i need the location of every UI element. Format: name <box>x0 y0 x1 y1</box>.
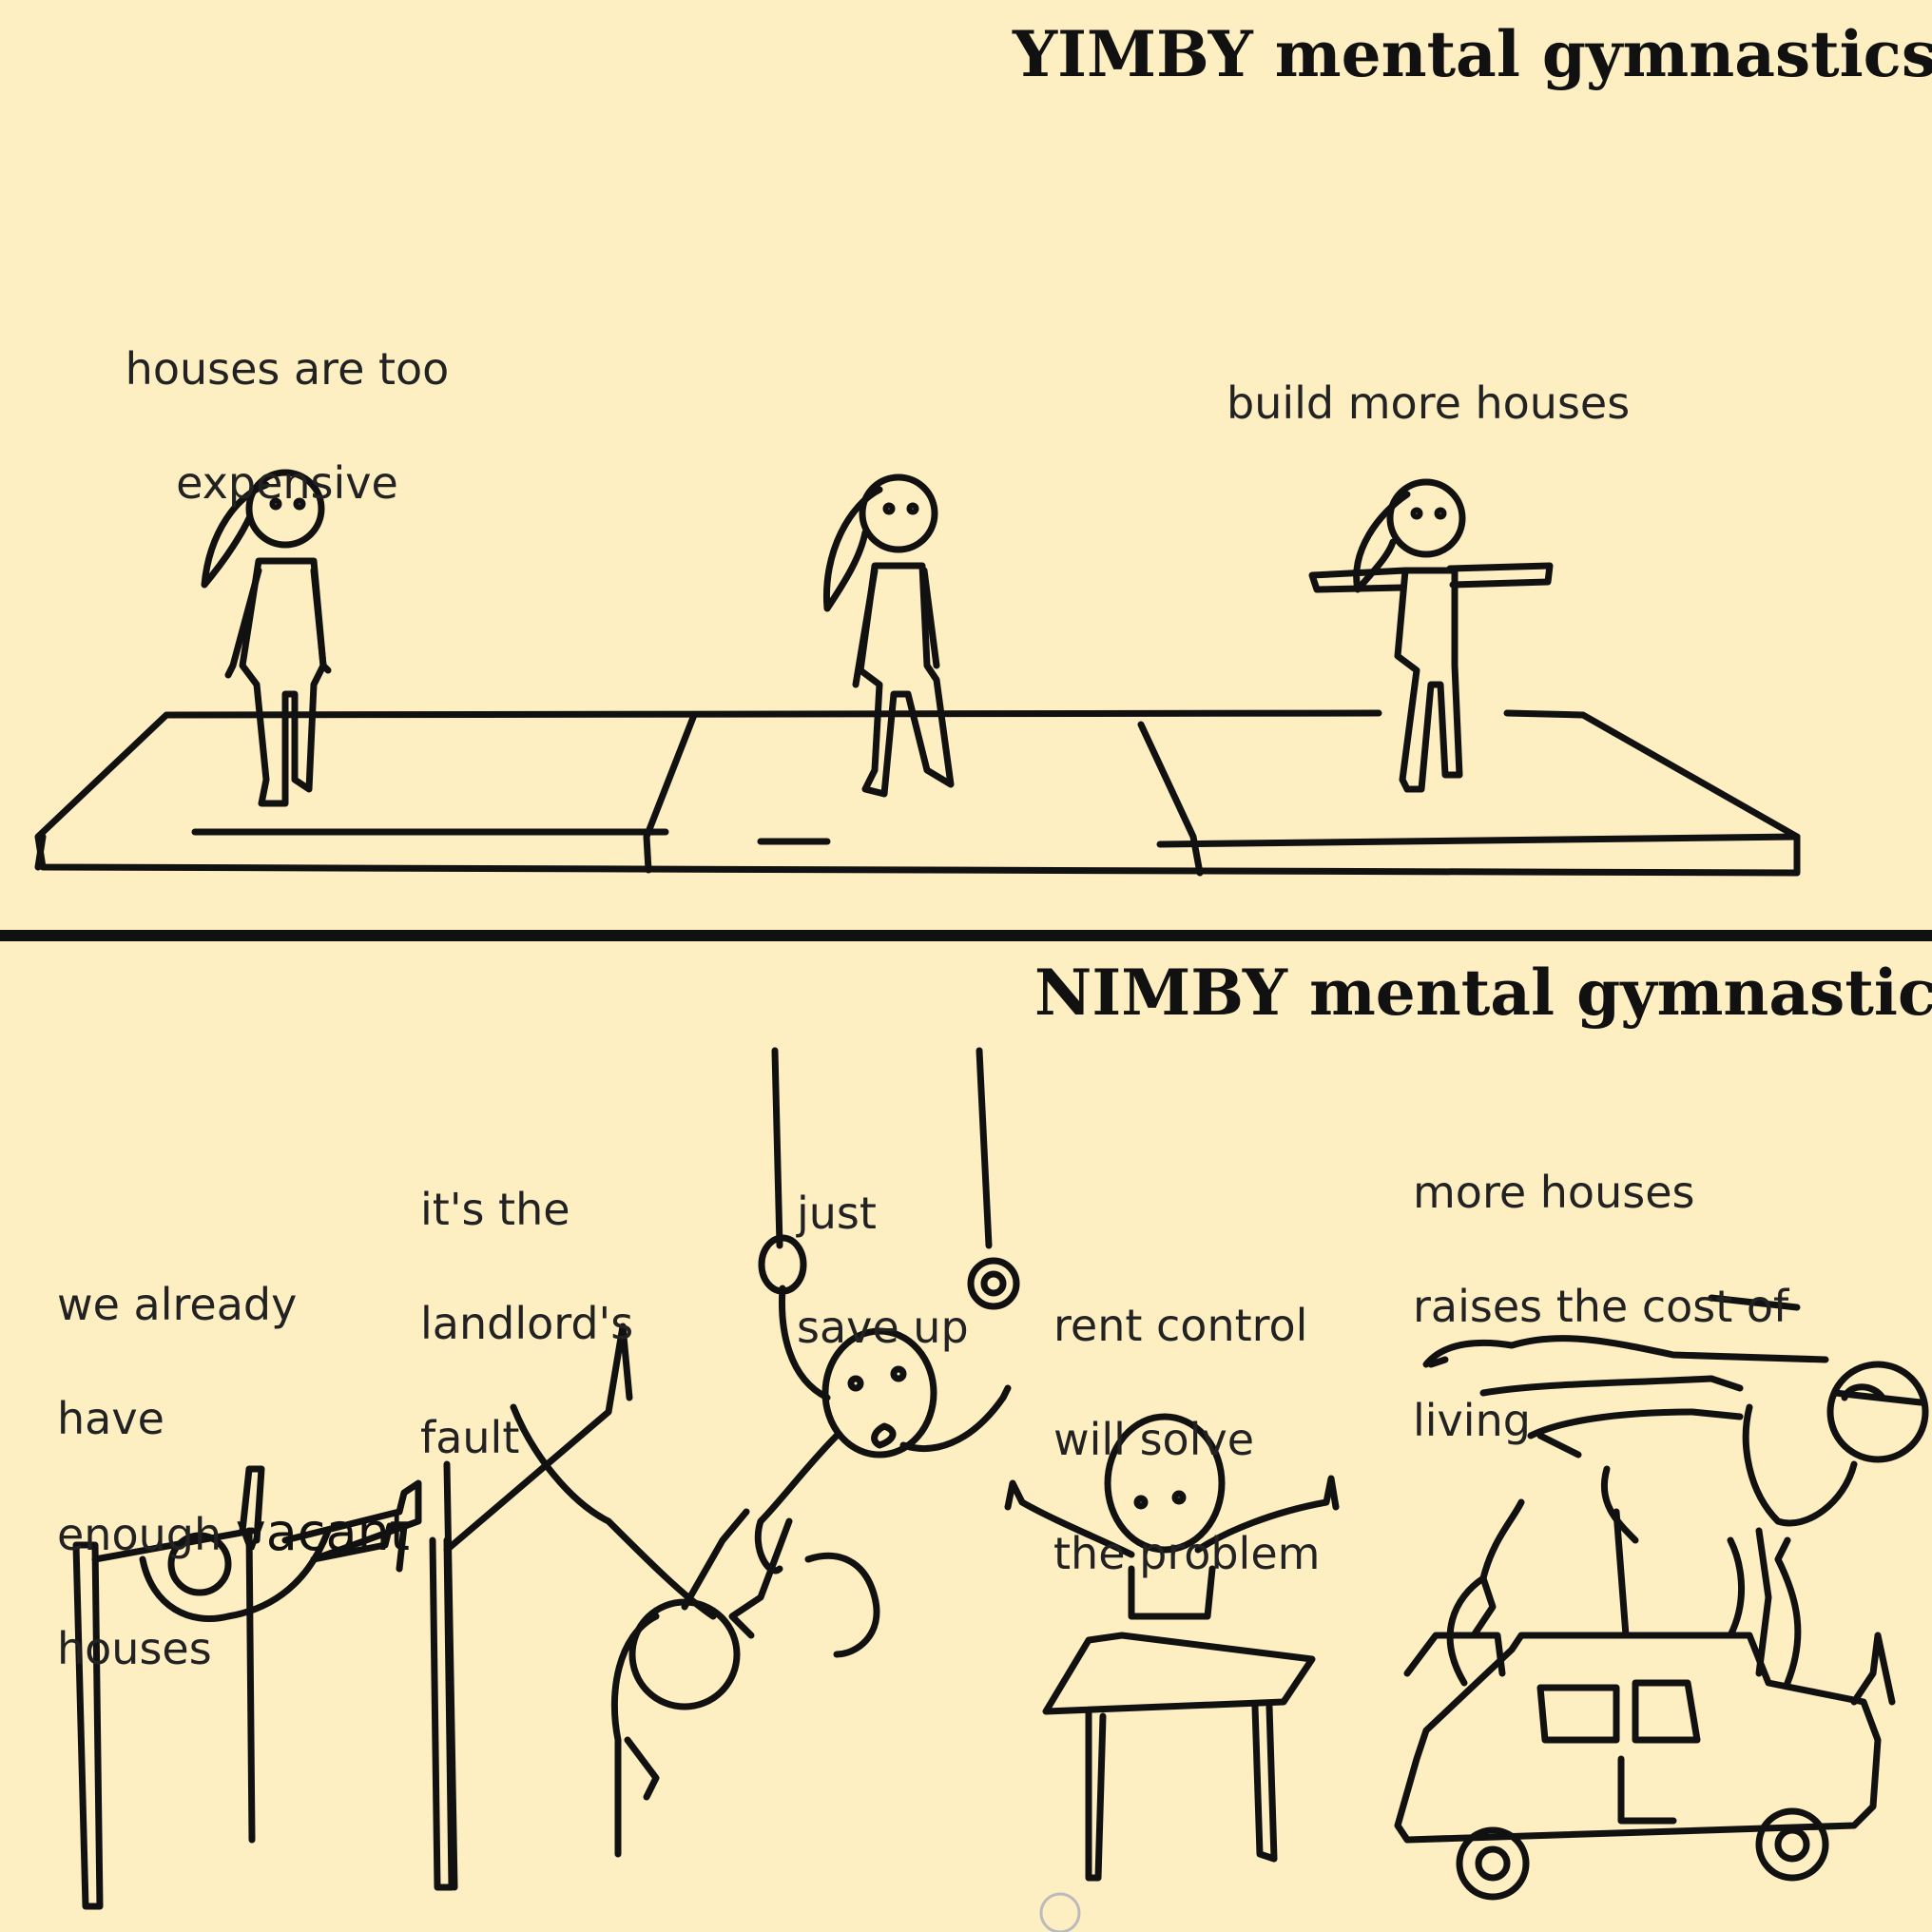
caption-line: just <box>797 1188 877 1239</box>
caption-just-save-up: just save up <box>797 1128 969 1413</box>
caption-vacant-houses: we already have enough vacant houses <box>57 1219 410 1734</box>
caption-cost-of-living: more houses raises the cost of living <box>1413 1107 1788 1506</box>
gymnast-arms-out <box>1308 478 1554 793</box>
caption-landlords-fault: it's the landlord's fault <box>420 1124 633 1523</box>
gymnast-standing-1 <box>201 469 332 807</box>
gymnast-standing-2 <box>822 473 955 798</box>
caption-line: enough vacant <box>57 1504 410 1563</box>
nimby-title: NIMBY mental gymnastics <box>1034 956 1932 1030</box>
caption-line: houses are too <box>125 343 450 395</box>
page-indicator-dot <box>1039 1892 1081 1932</box>
caption-line: the problem <box>1053 1528 1321 1579</box>
burning-car <box>1394 1498 1896 1901</box>
gym-mat <box>34 709 1801 877</box>
vault-gymnast <box>1004 1413 1340 1882</box>
pole-gymnast <box>429 1323 750 1891</box>
caption-word-vacant: vacant <box>235 1502 410 1562</box>
caption-houses-expensive: houses are too expensive <box>106 283 468 569</box>
caption-rent-control: rent control will solve the problem <box>1053 1240 1320 1639</box>
caption-line: it's the <box>420 1184 570 1235</box>
caption-line: more houses <box>1413 1167 1695 1218</box>
rings <box>758 1047 1020 1310</box>
rings-gymnast <box>728 1285 1012 1658</box>
yimby-title: YIMBY mental gymnastics <box>1013 17 1932 91</box>
caption-line: fault <box>420 1412 520 1463</box>
panel-divider <box>0 930 1932 941</box>
caption-line: expensive <box>176 457 398 509</box>
caption-line: have <box>57 1393 164 1444</box>
flying-gymnast <box>1422 1294 1929 1677</box>
bar-gymnast <box>72 1465 422 1910</box>
caption-line: we already <box>57 1279 298 1330</box>
caption-line: houses <box>57 1623 212 1674</box>
caption-line: raises the cost of <box>1413 1281 1789 1332</box>
caption-line: living <box>1413 1395 1531 1446</box>
caption-build-more-houses: build more houses <box>1227 377 1631 429</box>
caption-line: will solve <box>1053 1414 1254 1465</box>
caption-word-enough: enough <box>57 1509 222 1560</box>
caption-line: landlord's <box>420 1298 634 1349</box>
caption-line: rent control <box>1053 1300 1308 1351</box>
caption-line: save up <box>797 1302 969 1353</box>
